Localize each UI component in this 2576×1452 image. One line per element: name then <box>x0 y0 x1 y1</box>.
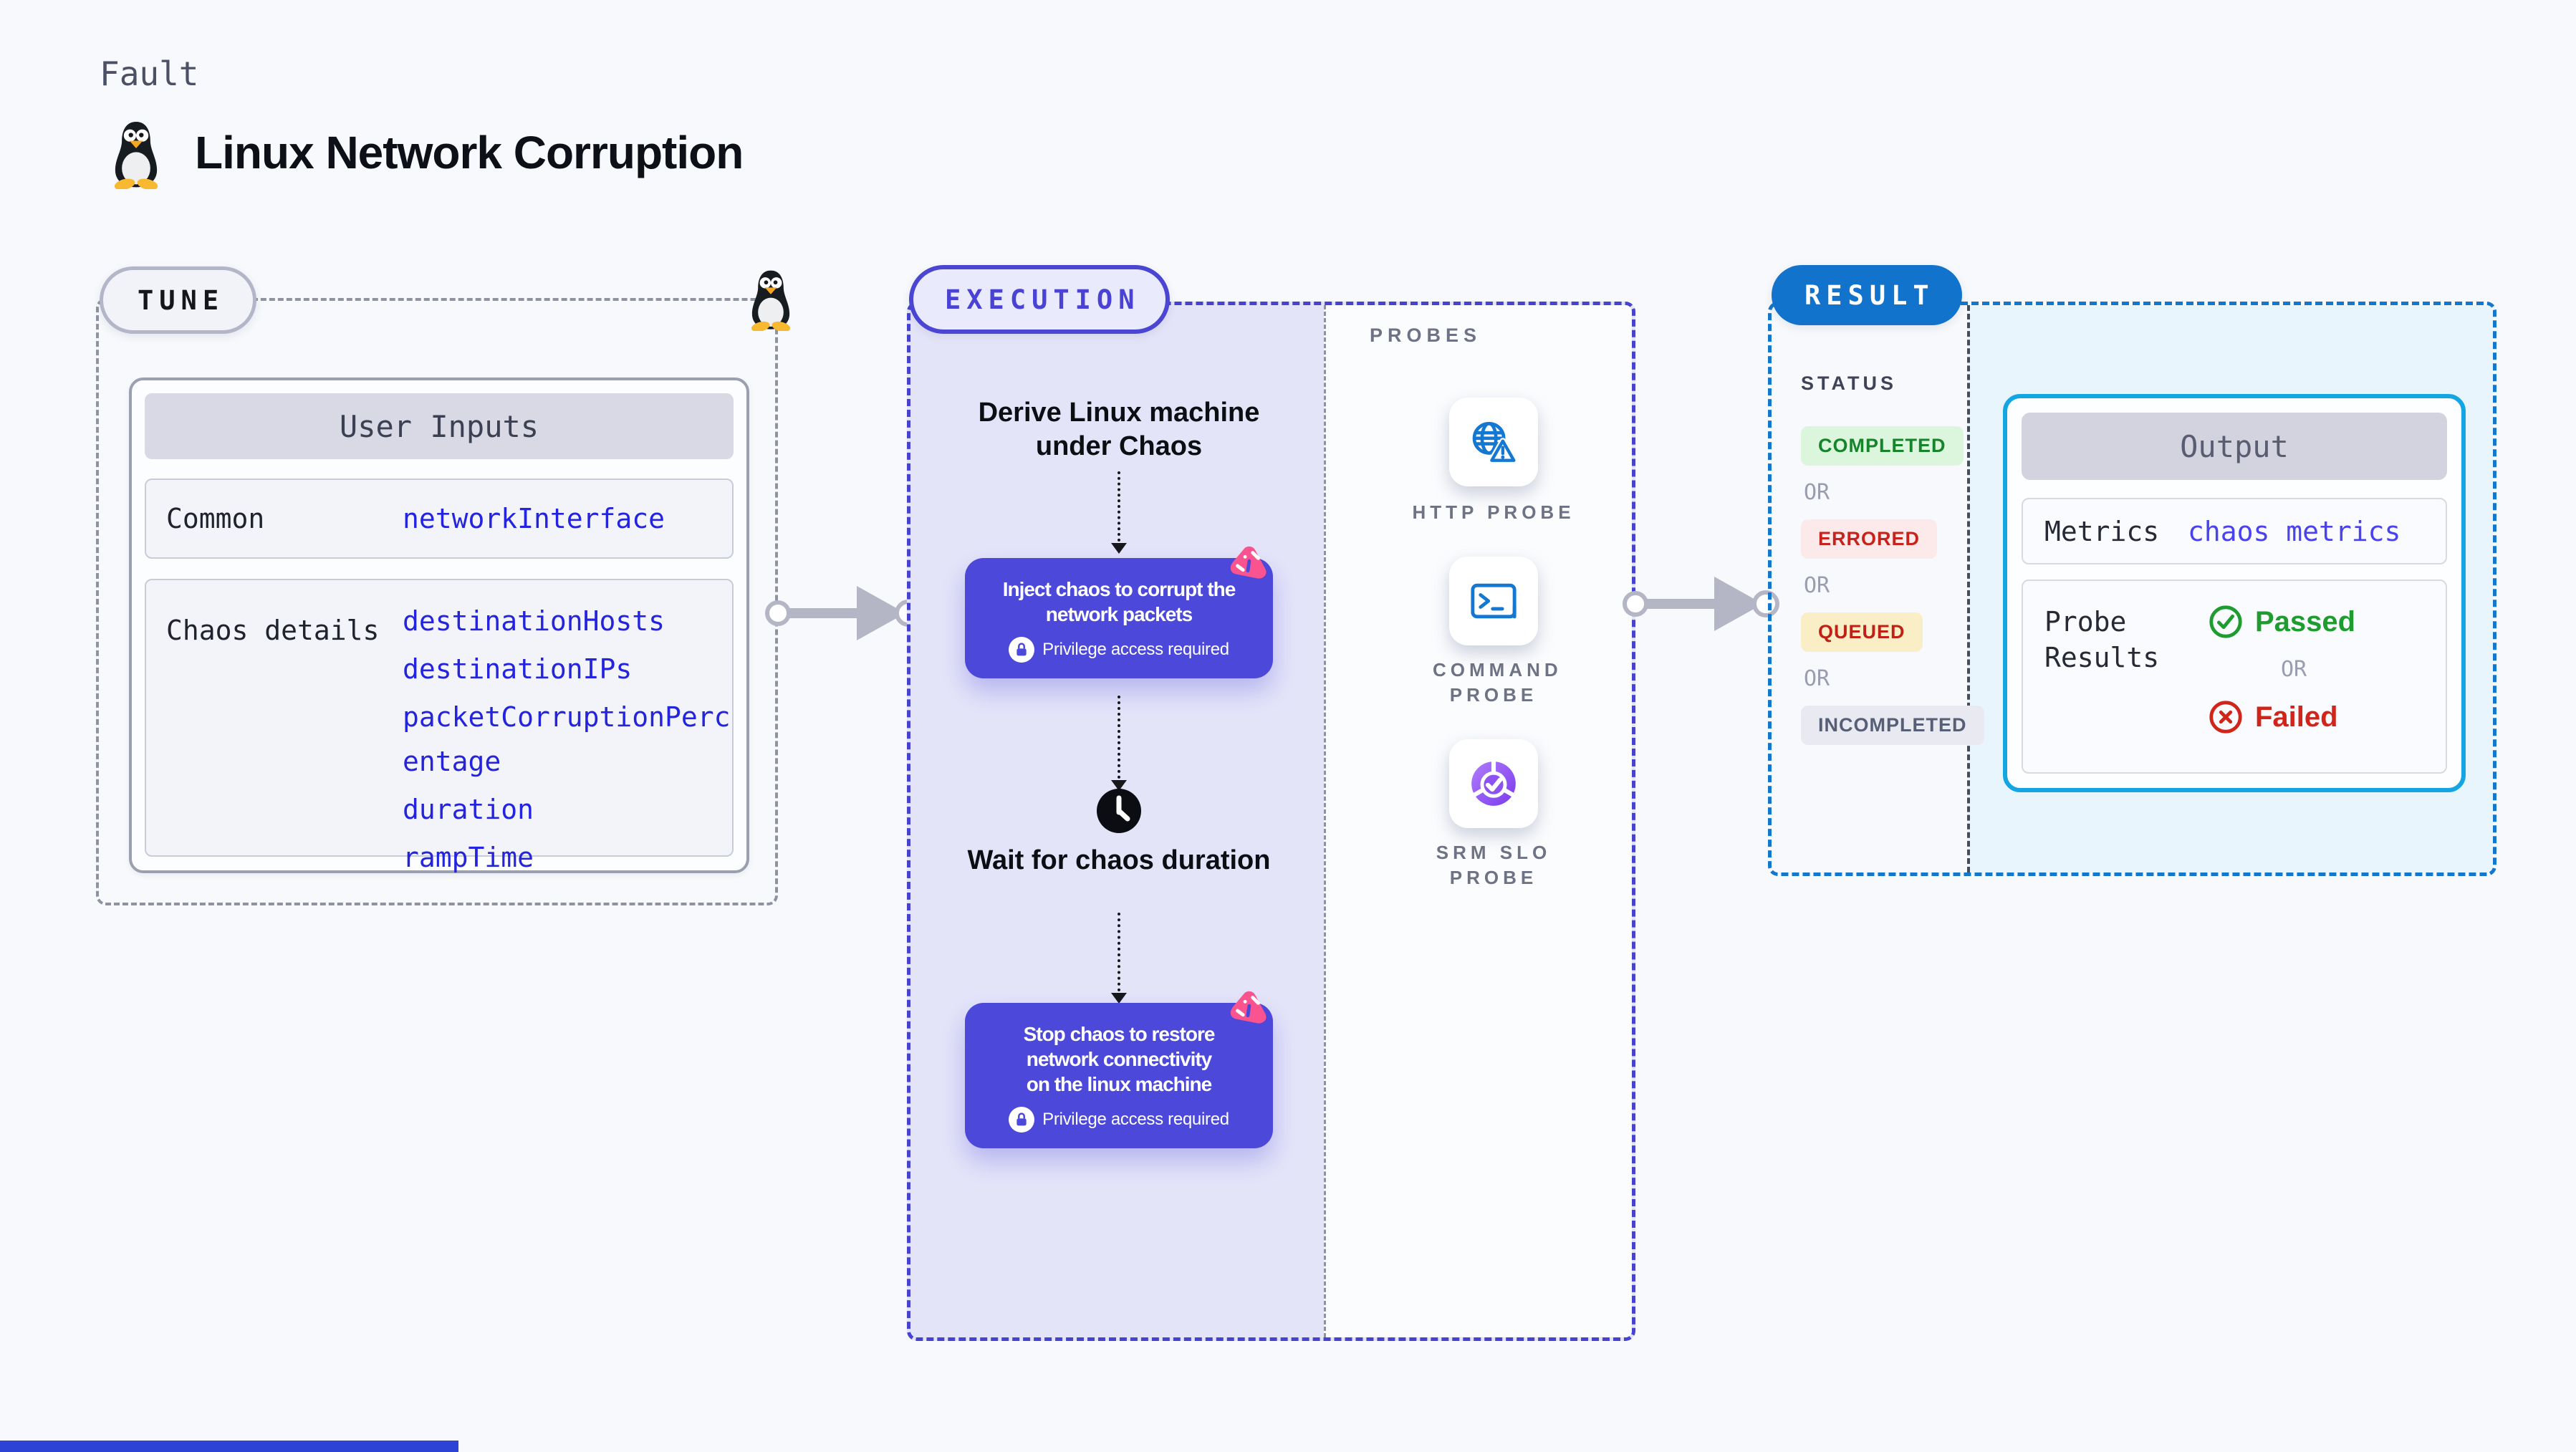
clock-icon <box>1097 789 1141 833</box>
probe-results-values: Passed OR Failed <box>2208 604 2380 735</box>
srm-slo-probe-card <box>1449 739 1538 828</box>
globe-warning-icon <box>1472 421 1517 464</box>
tune-pill: TUNE <box>100 266 257 334</box>
user-inputs-header: User Inputs <box>145 393 734 459</box>
status-title: STATUS <box>1801 372 1897 394</box>
footer-strip <box>0 1441 458 1452</box>
privilege-badge-label: Privilege access required <box>1042 1110 1229 1129</box>
privilege-badge-label: Privilege access required <box>1042 640 1229 659</box>
metrics-label: Metrics <box>2044 515 2160 547</box>
passed-label: Passed <box>2255 605 2356 638</box>
or-separator: OR <box>1804 480 1830 505</box>
dotted-arrow-head <box>1111 780 1127 791</box>
privilege-badge: Privilege access required <box>976 1107 1262 1133</box>
result-pill: RESULT <box>1772 265 1962 325</box>
command-probe-card <box>1449 557 1538 645</box>
status-badge: COMPLETED <box>1801 426 1964 466</box>
probes-title: PROBES <box>1370 324 1482 346</box>
dotted-arrow <box>1118 471 1120 542</box>
node-title: Inject chaos to corrupt the network pack… <box>1002 578 1236 625</box>
status-badge: QUEUED <box>1801 612 1923 652</box>
or-separator: OR <box>1804 666 1830 691</box>
or-separator: OR <box>2280 657 2307 682</box>
row-value: destinationHosts <box>403 605 665 637</box>
row-value: duration <box>403 794 534 825</box>
arrow-right-connector <box>765 586 922 640</box>
wait-step-text: Wait for chaos duration <box>967 845 1271 875</box>
dotted-arrow <box>1118 696 1120 779</box>
probe-label: SRM SLO PROBE <box>1436 842 1552 888</box>
output-card: Output Metrics chaos metrics Probe Resul… <box>2003 394 2466 792</box>
metrics-row: Metrics chaos metrics <box>2022 498 2447 564</box>
output-header: Output <box>2022 413 2447 480</box>
row-label: Chaos details <box>166 615 380 646</box>
passed-item: Passed <box>2208 604 2355 640</box>
row-value: packetCorruptionPercentage <box>403 701 731 777</box>
inject-chaos-node: Inject chaos to corrupt the network pack… <box>965 558 1273 678</box>
metrics-value: chaos metrics <box>2188 515 2401 547</box>
dotted-arrow <box>1118 913 1120 991</box>
lock-icon <box>1009 637 1035 663</box>
stop-chaos-node: Stop chaos to restore network connectivi… <box>965 1003 1273 1148</box>
tux-penguin-icon <box>751 270 791 331</box>
slo-donut-check-icon <box>1471 759 1517 806</box>
terminal-icon <box>1471 583 1517 619</box>
status-badge: ERRORED <box>1801 519 1938 559</box>
chaos-logo-badge-icon <box>1230 546 1267 579</box>
probe-label: HTTP PROBE <box>1412 501 1575 523</box>
row-label: Common <box>166 503 265 534</box>
x-circle-icon <box>2209 701 2242 734</box>
lock-icon <box>1009 1107 1035 1133</box>
tux-penguin-icon <box>114 121 158 189</box>
failed-label: Failed <box>2255 701 2338 733</box>
table-row: Chaos details destinationHosts destinati… <box>145 579 734 873</box>
row-value: destinationIPs <box>403 653 633 685</box>
fault-kicker: Fault <box>100 54 199 93</box>
page-title: Linux Network Corruption <box>195 127 744 178</box>
derive-step-text: Derive Linux machine under Chaos <box>978 398 1260 461</box>
user-inputs-card: User Inputs Common networkInterface Chao… <box>129 378 749 873</box>
row-value: rampTime <box>403 842 534 873</box>
failed-item: Failed <box>2208 699 2338 735</box>
arrow-right-connector <box>1623 577 1779 631</box>
probe-results-row: Probe Results Passed OR <box>2022 580 2447 774</box>
chaos-logo-badge-icon <box>1230 991 1267 1024</box>
privilege-badge: Privilege access required <box>976 637 1262 663</box>
probe-label: COMMAND PROBE <box>1433 659 1562 706</box>
table-row: Common networkInterface <box>145 479 734 559</box>
execution-pill: EXECUTION <box>909 265 1171 334</box>
dotted-arrow-head <box>1111 543 1127 554</box>
status-badge: INCOMPLETED <box>1801 706 1984 745</box>
row-values: destinationHosts destinationIPs packetCo… <box>403 599 732 883</box>
http-probe-card <box>1449 398 1538 486</box>
status-column: STATUS COMPLETED OR ERRORED OR QUEUED OR… <box>1801 372 1984 745</box>
check-circle-icon <box>2209 605 2242 638</box>
probe-results-label: Probe Results <box>2044 606 2160 673</box>
row-value: networkInterface <box>403 503 665 534</box>
dotted-arrow-head <box>1111 993 1127 1004</box>
node-title: Stop chaos to restore network connectivi… <box>1023 1023 1216 1095</box>
or-separator: OR <box>1804 573 1830 598</box>
